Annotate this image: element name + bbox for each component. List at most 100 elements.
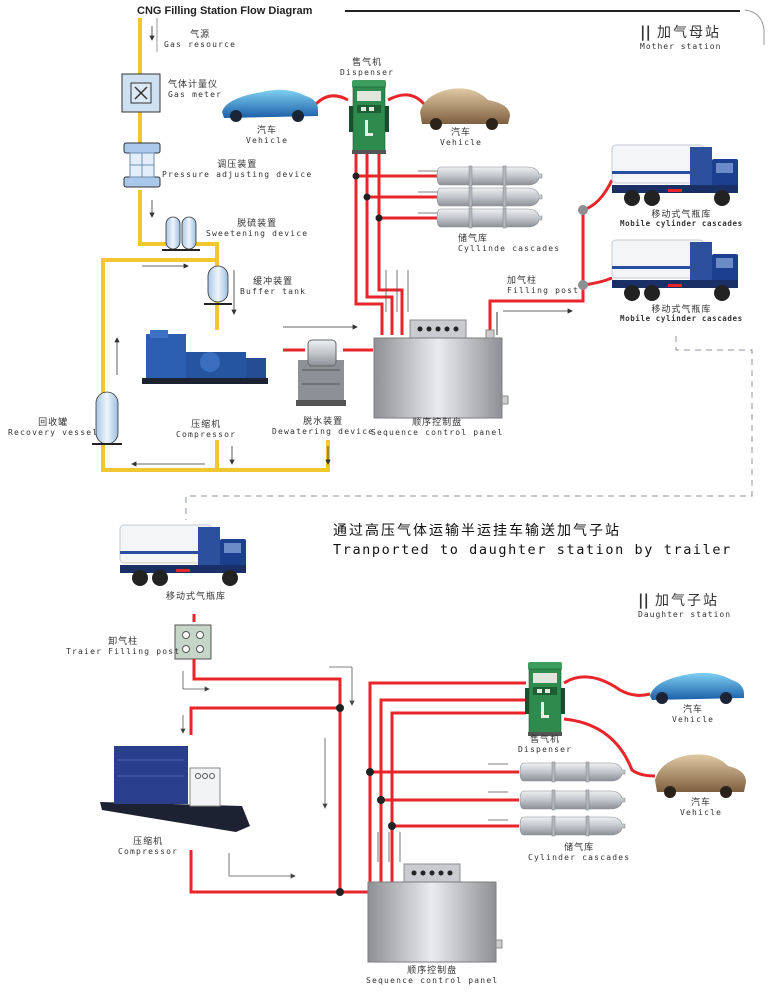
- label-zh: 汽车: [691, 798, 712, 808]
- label-en: Filling post: [507, 286, 580, 296]
- recovery-vessel-icon: [92, 391, 122, 445]
- mobile-cascade-truck-icon: [119, 524, 247, 587]
- storage-cylinder-icon: [519, 789, 626, 811]
- label-zh: 储气库: [564, 843, 595, 853]
- pipe-junctions-daughter: [336, 704, 396, 896]
- label-zh: 卸气柱: [108, 637, 139, 647]
- label-en: Recovery vessel: [8, 428, 99, 438]
- label-zh: 售气机: [530, 735, 561, 745]
- storage-cylinder-icon: [436, 186, 543, 208]
- daughter-station-title-zh: 加气子站: [654, 593, 719, 609]
- label-en: Vehicle: [246, 136, 289, 146]
- label-en: Gas resource: [164, 40, 237, 50]
- label-en: Buffer tank: [240, 287, 307, 297]
- car-gold-icon: [420, 88, 510, 130]
- transport-caption: 通过高压气体运输半运挂车输送加气子站 Tranported to daughte…: [333, 520, 732, 558]
- sweetening-device-icon: [162, 216, 200, 251]
- dispenser-icon: [348, 79, 390, 155]
- label-zh: 气体计量仪: [168, 80, 219, 90]
- mobile-cascade-truck-icon: [611, 144, 739, 207]
- mother-station-title-en: Mother station: [640, 42, 722, 51]
- gas-meter-icon: [121, 73, 161, 113]
- trailer-filling-post-icon: [174, 624, 212, 660]
- label-zh: 汽车: [257, 126, 278, 136]
- daughter-station-title-en: Daughter station: [638, 610, 732, 619]
- label-en: Sequence control panel: [371, 428, 504, 438]
- mobile-cascade-truck-icon: [611, 239, 739, 302]
- label-zh: 顺序控制盘: [412, 418, 463, 428]
- label-zh: 加气柱: [507, 276, 538, 286]
- label-en: Vehicle: [440, 138, 483, 148]
- label-en: Vehicle: [672, 715, 715, 725]
- storage-cylinder-icon: [519, 761, 626, 783]
- label-en: Mobile cylinder cascades: [620, 219, 743, 229]
- label-en: Cylinder cascades: [528, 853, 631, 863]
- up-arrows-mother: [385, 270, 409, 312]
- flow-arrows: [114, 26, 573, 467]
- label-en: Compressor: [118, 847, 179, 857]
- car-gold-icon: [655, 754, 746, 798]
- label-zh: 调压装置: [217, 160, 258, 170]
- label-zh: 储气库: [458, 234, 489, 244]
- heading-bars-icon: ||: [638, 591, 649, 609]
- label-zh: 压缩机: [133, 837, 164, 847]
- pipe-junctions-mother: [352, 172, 383, 222]
- transport-caption-zh: 通过高压气体运输半运挂车输送加气子站: [333, 523, 621, 539]
- daughter-station-heading: || 加气子站 Daughter station: [638, 590, 731, 619]
- label-en: Sequence control panel: [366, 976, 499, 986]
- high-pressure-pipes-mother: [283, 93, 614, 352]
- label-zh: 气源: [190, 30, 211, 40]
- label-zh: 缓冲装置: [253, 277, 294, 287]
- label-zh: 汽车: [451, 128, 472, 138]
- junction-gray: [578, 280, 588, 290]
- transport-caption-en: Tranported to daughter station by traile…: [333, 542, 732, 558]
- compressor-icon: [100, 746, 250, 832]
- mother-station-title-zh: 加气母站: [656, 25, 721, 41]
- pressure-adjusting-icon: [123, 142, 161, 188]
- label-en: Pressure adjusting device: [162, 170, 313, 180]
- label-en: Dispenser: [340, 68, 395, 78]
- heading-bars-icon: ||: [640, 23, 651, 41]
- car-blue-icon: [650, 672, 744, 704]
- label-en: Sweetening device: [206, 229, 309, 239]
- filling-post-icon: [485, 312, 498, 339]
- label-zh: 脱水装置: [303, 417, 344, 427]
- label-en: Mobile cylinder cascades: [620, 314, 743, 324]
- bidirectional-arrows-mother: [418, 170, 438, 214]
- label-zh: 移动式气瓶库: [651, 305, 712, 315]
- label-en: Cyllinde cascades: [458, 244, 561, 254]
- label-zh: 移动式气瓶库: [651, 210, 712, 220]
- label-en: Dispenser: [518, 745, 573, 755]
- label-zh: 售气机: [352, 58, 383, 68]
- label-en: Compressor: [176, 430, 237, 440]
- dewatering-device-icon: [296, 339, 346, 406]
- label-en: Traier Filling post: [66, 647, 181, 657]
- junction-gray: [578, 205, 588, 215]
- storage-cylinder-icon: [519, 815, 626, 837]
- flow-arrows-daughter: [180, 666, 508, 879]
- label-mobile-cascades-daughter: 移动式气瓶库: [166, 592, 226, 602]
- compressor-icon: [142, 330, 268, 384]
- label-en: Gas meter: [168, 90, 223, 100]
